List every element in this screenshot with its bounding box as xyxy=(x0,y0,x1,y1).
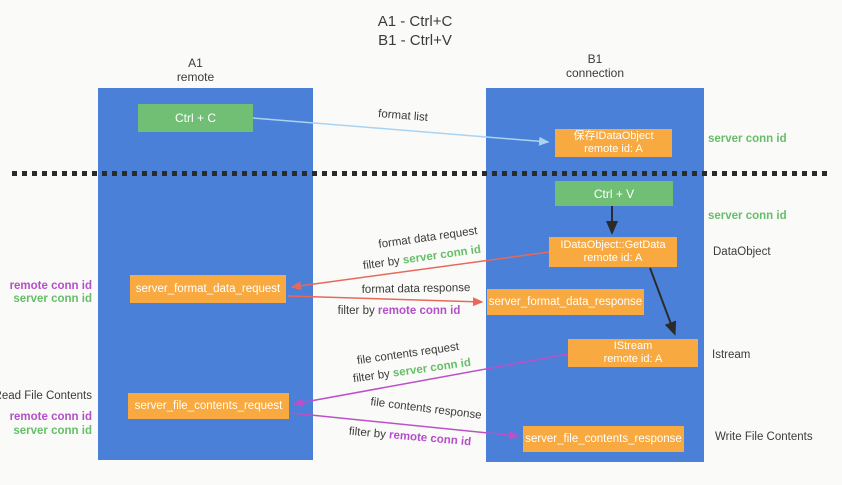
title-line-2: B1 - Ctrl+V xyxy=(378,32,452,49)
column-a1-header: A1 remote xyxy=(88,56,303,84)
node-ctrl-v-label: Ctrl + V xyxy=(593,186,635,201)
label-filter-request-2-prefix: filter by xyxy=(352,367,394,386)
label-dataobject: DataObject xyxy=(713,246,771,258)
label-write-file-contents: Write File Contents xyxy=(715,431,813,443)
node-server-file-contents-response-label: server_file_contents_response xyxy=(525,432,682,445)
label-filter-response-1-id: remote conn id xyxy=(377,305,461,317)
node-getdata-line1: IDataObject::GetData xyxy=(560,239,666,251)
dashed-divider xyxy=(12,171,828,176)
label-remote-conn-id-left-2: remote conn id xyxy=(9,411,92,423)
label-filter-response-1: filter by remote conn id xyxy=(338,305,461,317)
label-file-contents-response: file contents response xyxy=(369,396,483,422)
column-b1-header: B1 connection xyxy=(486,52,704,80)
node-server-format-data-request-label: server_format_data_request xyxy=(135,282,281,295)
node-save-dataobject: 保存IDataObject remote id: A xyxy=(555,129,672,157)
column-b1-subtitle: connection xyxy=(565,66,625,80)
node-ctrl-c-label: Ctrl + C xyxy=(174,111,216,125)
label-filter-response-1-prefix: filter by xyxy=(337,305,378,317)
column-a1-name: A1 xyxy=(188,56,203,70)
node-istream-line1: IStream xyxy=(613,340,653,352)
node-ctrl-c: Ctrl + C xyxy=(138,104,253,132)
label-server-conn-id-left-1: server conn id xyxy=(13,293,92,305)
label-server-conn-id-right-2: server conn id xyxy=(708,210,787,222)
label-filter-request-1-id: server conn id xyxy=(402,243,482,267)
node-server-file-contents-request: server_file_contents_request xyxy=(128,393,289,419)
node-save-dataobject-line2: remote id: A xyxy=(584,143,643,155)
node-server-format-data-response-label: server_format_data_response xyxy=(488,295,643,308)
label-server-conn-id-right-1: server conn id xyxy=(708,133,787,145)
node-istream: IStream remote id: A xyxy=(568,339,698,367)
diagram-title: A1 - Ctrl+C B1 - Ctrl+V xyxy=(330,12,500,50)
label-server-conn-id-left-2: server conn id xyxy=(13,425,92,437)
node-ctrl-v: Ctrl + V xyxy=(555,181,673,206)
label-format-data-response: format data response xyxy=(361,282,471,296)
column-b1-name: B1 xyxy=(587,52,603,66)
arrow-format-data-response xyxy=(287,295,484,307)
label-filter-response-2-id: remote conn id xyxy=(388,429,472,449)
node-istream-line2: remote id: A xyxy=(603,353,663,365)
title-line-1: A1 - Ctrl+C xyxy=(377,13,453,30)
node-server-format-data-request: server_format_data_request xyxy=(130,275,286,303)
label-filter-response-2: filter by remote conn id xyxy=(348,426,471,449)
column-a1-subtitle: remote xyxy=(176,70,215,84)
label-format-list: format list xyxy=(377,108,429,124)
node-server-file-contents-response: server_file_contents_response xyxy=(523,426,684,452)
label-filter-response-2-prefix: filter by xyxy=(348,425,390,442)
node-server-file-contents-request-label: server_file_contents_request xyxy=(134,399,283,412)
node-getdata: IDataObject::GetData remote id: A xyxy=(549,237,677,267)
label-filter-request-1-prefix: filter by xyxy=(362,254,404,273)
label-istream: Istream xyxy=(712,349,751,361)
label-read-file-contents: Read File Contents xyxy=(0,390,92,402)
node-server-format-data-response: server_format_data_response xyxy=(487,289,644,315)
label-remote-conn-id-left-1: remote conn id xyxy=(9,280,92,292)
node-save-dataobject-line1: 保存IDataObject xyxy=(573,130,654,142)
node-getdata-line2: remote id: A xyxy=(583,252,643,264)
